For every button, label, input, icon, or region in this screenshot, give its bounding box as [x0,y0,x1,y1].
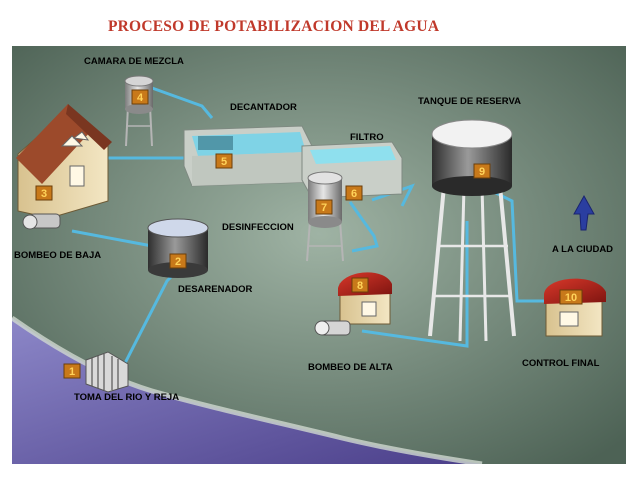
step-badge-8: 8 [351,277,369,293]
process-diagram: 1 2 3 4 5 6 7 8 9 10 CAMARA DE MEZCLA DE… [12,46,626,464]
tanque-de-reserva [428,119,516,342]
label-decantador: DECANTADOR [230,102,297,113]
label-control-final: CONTROL FINAL [522,358,600,369]
casa-control-final [544,278,606,337]
svg-text:10: 10 [565,292,577,304]
label-desarenador: DESARENADOR [178,284,253,295]
page-title: PROCESO DE POTABILIZACION DEL AGUA [108,18,440,35]
river [12,318,482,464]
label-toma-del-rio: TOMA DEL RIO Y REJA [74,392,179,403]
label-filtro: FILTRO [350,132,384,143]
label-desinfeccion: DESINFECCION [222,222,294,233]
label-bombeo-de-alta: BOMBEO DE ALTA [308,362,393,373]
label-bombeo-de-baja: BOMBEO DE BAJA [14,250,101,261]
step-badge-3: 3 [35,185,53,201]
step-badges: 1 2 3 4 5 6 7 8 9 10 [35,89,583,379]
label-camara-de-mezcla: CAMARA DE MEZCLA [84,56,184,67]
label-tanque-de-reserva: TANQUE DE RESERVA [418,96,521,107]
step-badge-5: 5 [215,153,233,169]
step-badge-7: 7 [315,199,333,215]
svg-text:1: 1 [69,366,75,378]
step-badge-10: 10 [559,289,583,305]
step-badge-2: 2 [169,253,187,269]
label-a-la-ciudad: A LA CIUDAD [552,244,613,255]
step-badge-9: 9 [473,163,491,179]
arrow-to-city [573,194,595,231]
pipe-alta-tanque [361,221,469,348]
toma-rio-reja [85,351,129,393]
pipe-mezcla [151,86,214,119]
svg-text:7: 7 [321,202,327,214]
decantador [183,125,313,187]
svg-text:9: 9 [479,166,485,178]
diagram-canvas: 1 2 3 4 5 6 7 8 9 10 CAMARA DE MEZCLA DE… [12,46,626,464]
desarenador-tank [147,218,209,278]
svg-text:2: 2 [175,256,181,268]
step-badge-4: 4 [131,89,149,105]
step-badge-6: 6 [345,185,363,201]
svg-text:3: 3 [41,188,47,200]
svg-text:5: 5 [221,156,227,168]
svg-text:8: 8 [357,280,363,292]
pipe-desinf [348,201,379,253]
desinfeccion-tank [306,171,344,262]
camara-de-mezcla [124,75,154,147]
step-badge-1: 1 [63,363,81,379]
svg-text:4: 4 [137,92,144,104]
pipe-filtro-out [371,183,415,207]
svg-text:6: 6 [351,188,357,200]
